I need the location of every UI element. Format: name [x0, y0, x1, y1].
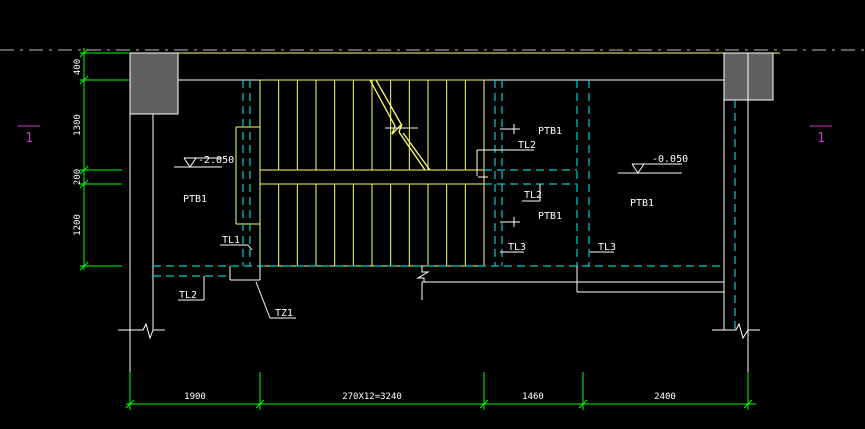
slope-arrows [500, 124, 520, 227]
column-label: TZ1 [275, 308, 293, 319]
beam-label: TL1 [222, 235, 240, 246]
hidden-beams [153, 80, 736, 330]
walls [118, 100, 760, 410]
beam-label: TL2 [179, 290, 197, 301]
dim-label: 400 [73, 59, 83, 75]
label-leaders [178, 176, 614, 319]
stair-break-line [369, 79, 431, 171]
section-mark-label: 1 [25, 131, 33, 146]
beam-label: TL3 [508, 242, 526, 253]
dim-label: 2400 [654, 392, 676, 402]
dim-label: 1900 [184, 392, 206, 402]
level-symbol-right [618, 163, 682, 174]
section-mark-right: 1 [810, 125, 832, 146]
section-mark-label: 1 [817, 131, 825, 146]
slab-label: PTB1 [538, 126, 562, 137]
slab-label: PTB1 [538, 211, 562, 222]
beam-lines [229, 149, 725, 304]
slab-label: PTB1 [183, 194, 207, 205]
horizontal-dimension-labels: 1900 270X12=3240 1460 2400 [184, 392, 676, 402]
level-symbol-left [174, 157, 222, 168]
dim-label: 1200 [73, 214, 83, 236]
column-left [129, 52, 179, 115]
level-label-left: -2.050 [198, 155, 234, 166]
section-mark-left: 1 [18, 125, 40, 146]
vertical-dimension-chain [79, 48, 130, 271]
level-label-right: -0.050 [652, 154, 688, 165]
horizontal-dimension-chain [125, 372, 756, 410]
dim-label: 1300 [73, 114, 83, 136]
beam-label: TL3 [598, 242, 616, 253]
stair-treads [278, 80, 466, 266]
slab-label: PTB1 [630, 198, 654, 209]
dim-label: 1460 [522, 392, 544, 402]
beam-label: TL2 [524, 190, 542, 201]
vertical-dimension-labels: 400 1300 200 1200 [73, 59, 83, 236]
dim-label: 270X12=3240 [342, 392, 402, 402]
beam-label: TL2 [518, 140, 536, 151]
dim-label: 200 [73, 169, 83, 185]
